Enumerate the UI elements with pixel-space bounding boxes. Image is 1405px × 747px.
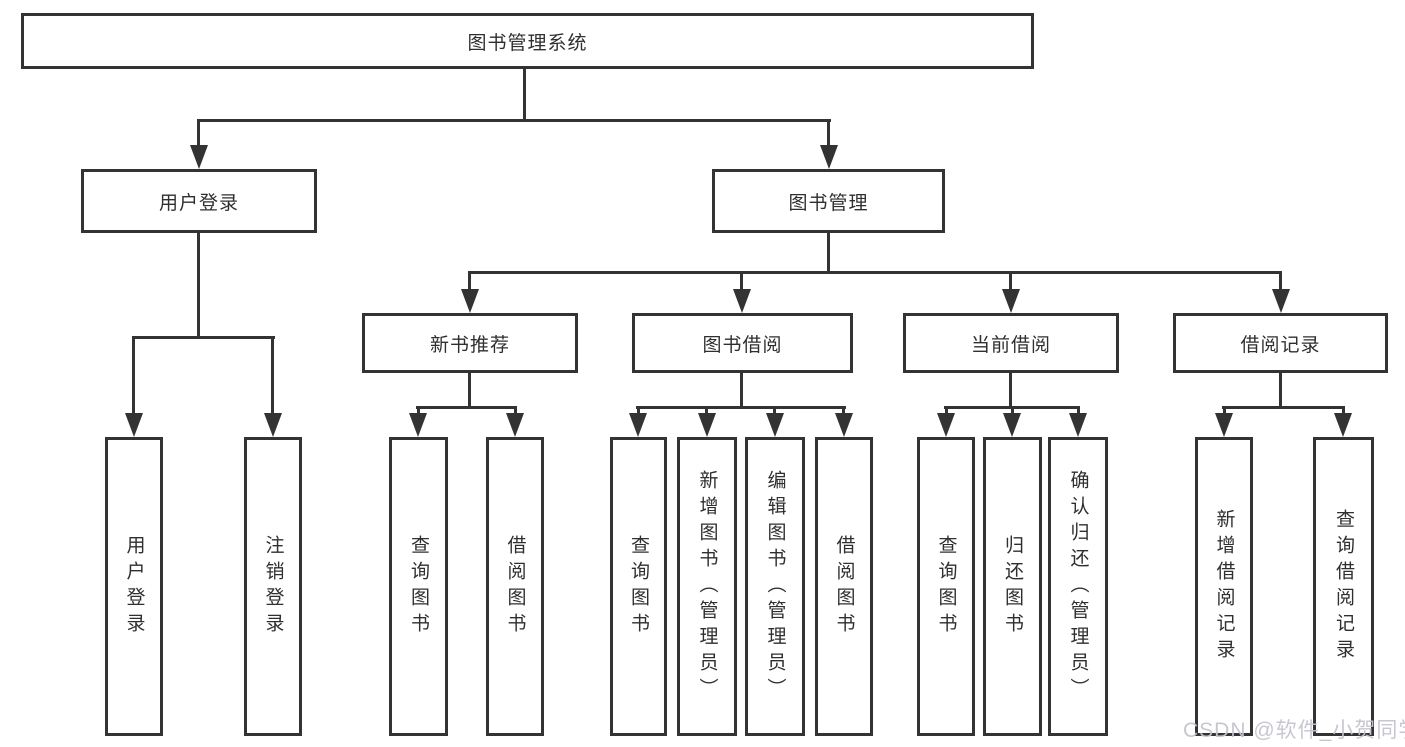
node-label: 图书管理系统 [467,32,588,54]
arrow-down-icon [190,145,208,169]
connector-line [1222,406,1345,409]
node-label: 编辑图书（管理员） [764,469,786,704]
node-current-borrowing: 当前借阅 [903,313,1119,373]
connector-line [468,271,1282,274]
node-label: 新增图书（管理员） [696,469,718,704]
connector-line [827,233,830,274]
connector-line [1009,271,1012,297]
arrow-down-icon [820,145,838,169]
leaf-query-books-borrowing: 查询图书 [610,437,667,736]
node-label: 用户登录 [158,192,239,214]
arrow-down-icon [937,413,955,437]
connector-line [523,69,526,122]
leaf-edit-books-admin: 编辑图书（管理员） [745,437,805,736]
arrow-down-icon [1002,289,1020,313]
arrow-down-icon [1003,413,1021,437]
arrow-down-icon [461,289,479,313]
connector-line [132,336,135,421]
arrow-down-icon [506,413,524,437]
arrow-down-icon [409,413,427,437]
node-label: 用户登录 [123,534,145,639]
connector-line [197,233,200,339]
arrow-down-icon [698,413,716,437]
arrow-down-icon [766,413,784,437]
connector-line [1279,373,1282,409]
node-label: 借阅图书 [504,534,526,639]
connector-line [468,373,471,409]
leaf-borrow-books: 借阅图书 [815,437,873,736]
arrow-down-icon [264,413,282,437]
leaf-query-books-current: 查询图书 [917,437,975,736]
arrow-down-icon [835,413,853,437]
node-label: 注销登录 [262,534,284,639]
node-label: 查询图书 [408,534,429,639]
leaf-return-books: 归还图书 [983,437,1042,736]
node-label: 当前借阅 [970,334,1051,356]
leaf-add-borrow-record: 新增借阅记录 [1195,437,1253,736]
node-new-book-recommendation: 新书推荐 [362,313,578,373]
node-label: 查询图书 [628,534,649,639]
arrow-down-icon [1272,289,1290,313]
connector-line [197,119,831,122]
arrow-down-icon [1215,413,1233,437]
connector-line [1009,373,1012,409]
leaf-confirm-return-admin: 确认归还（管理员） [1048,437,1108,736]
node-label: 图书借阅 [702,334,783,356]
node-label: 归还图书 [1002,534,1023,639]
csdn-watermark: CSDN @软件_小贺同学 [1183,719,1405,742]
node-label: 借阅图书 [833,534,855,639]
arrow-down-icon [733,289,751,313]
arrow-down-icon [125,413,143,437]
connector-line [636,406,846,409]
connector-line [740,271,743,297]
connector-line [1279,271,1282,297]
node-book-management: 图书管理 [712,169,945,233]
connector-line [271,336,274,421]
arrow-down-icon [629,413,647,437]
connector-line [827,119,830,153]
node-label: 新书推荐 [429,334,510,356]
node-label: 图书管理 [788,192,869,214]
leaf-query-books-recommend: 查询图书 [389,437,448,736]
leaf-query-borrow-record: 查询借阅记录 [1313,437,1374,736]
connector-line [197,119,200,153]
leaf-borrow-books-recommend: 借阅图书 [486,437,544,736]
leaf-add-books-admin: 新增图书（管理员） [677,437,737,736]
leaf-logout: 注销登录 [244,437,302,736]
node-book-borrowing: 图书借阅 [632,313,853,373]
node-label: 确认归还（管理员） [1067,469,1089,704]
node-label: 查询借阅记录 [1333,508,1354,665]
arrow-down-icon [1334,413,1352,437]
node-borrowing-records: 借阅记录 [1173,313,1388,373]
node-label: 借阅记录 [1240,334,1321,356]
node-root-library-management-system: 图书管理系统 [21,13,1034,69]
connector-line [132,336,275,339]
connector-line [416,406,517,409]
connector-line [740,373,743,409]
node-label: 查询图书 [935,534,957,639]
node-label: 新增借阅记录 [1213,508,1235,665]
arrow-down-icon [1069,413,1087,437]
connector-line [468,271,471,297]
node-user-login: 用户登录 [81,169,317,233]
leaf-user-login: 用户登录 [105,437,163,736]
